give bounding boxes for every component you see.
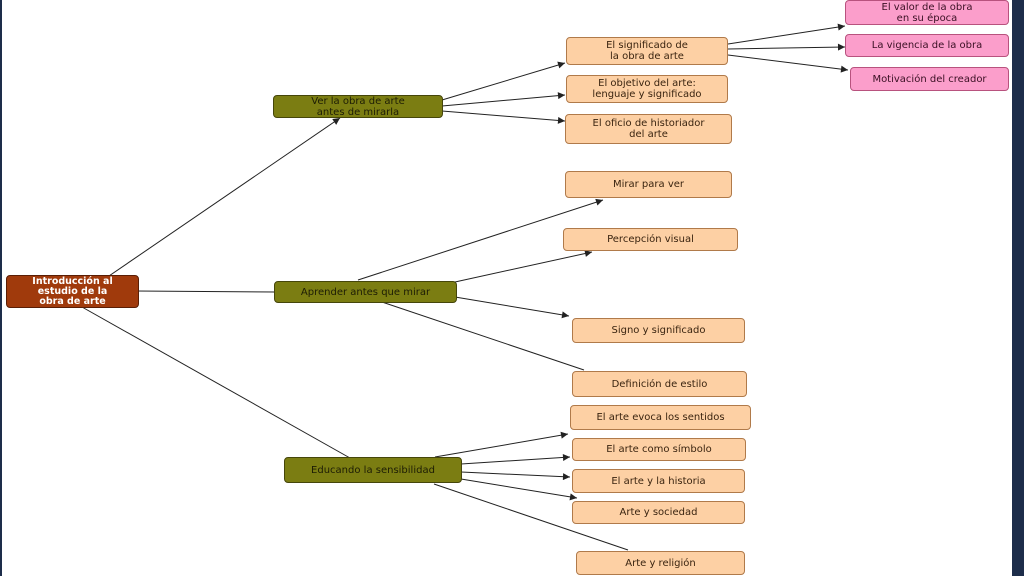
node-percepcion: Percepción visual (563, 228, 738, 251)
node-educando: Educando la sensibilidad (284, 457, 462, 483)
node-simbolo: El arte como símbolo (572, 438, 746, 461)
node-signo: Signo y significado (572, 318, 745, 343)
connector-educando-simbolo (460, 453, 571, 465)
node-mirar-para-ver: Mirar para ver (565, 171, 732, 198)
node-evoca: El arte evoca los sentidos (570, 405, 751, 430)
node-sociedad: Arte y sociedad (572, 501, 745, 524)
connector-aprender-definicion (381, 301, 585, 371)
connector-educando-sociedad (460, 478, 578, 501)
node-historia: El arte y la historia (572, 469, 745, 493)
connector-aprender-signo (454, 296, 570, 319)
node-valor: El valor de la obra en su época (845, 0, 1009, 25)
connector-educando-evoca (434, 431, 569, 458)
connector-significado-motivacion (727, 54, 849, 73)
connector-educando-historia (460, 471, 571, 481)
connector-ver-oficio (441, 110, 566, 124)
node-motivacion: Motivación del creador (850, 67, 1009, 91)
node-significado: El significado de la obra de arte (566, 37, 728, 65)
connector-significado-vigencia (727, 43, 846, 51)
node-vigencia: La vigencia de la obra (845, 34, 1009, 57)
connector-significado-valor (727, 23, 846, 45)
node-aprender: Aprender antes que mirar (274, 281, 457, 303)
connector-educando-religion (433, 483, 629, 551)
node-religion: Arte y religión (576, 551, 745, 575)
node-ver-obra: Ver la obra de arte antes de mirarla (273, 95, 443, 118)
connector-root-aprender (135, 290, 277, 293)
connector-ver-significado (441, 61, 566, 101)
node-objetivo: El objetivo del arte: lenguaje y signifi… (566, 75, 728, 103)
connector-ver-objetivo (441, 92, 566, 107)
connector-aprender-mirar (357, 198, 604, 281)
node-definicion: Definición de estilo (572, 371, 747, 397)
connector-root-educando (81, 306, 351, 459)
connector-root-ver-obra (105, 117, 341, 279)
node-oficio: El oficio de historiador del arte (565, 114, 732, 144)
connector-aprender-percepcion (454, 250, 593, 283)
node-root-introduccion: Introducción al estudio de la obra de ar… (6, 275, 139, 308)
